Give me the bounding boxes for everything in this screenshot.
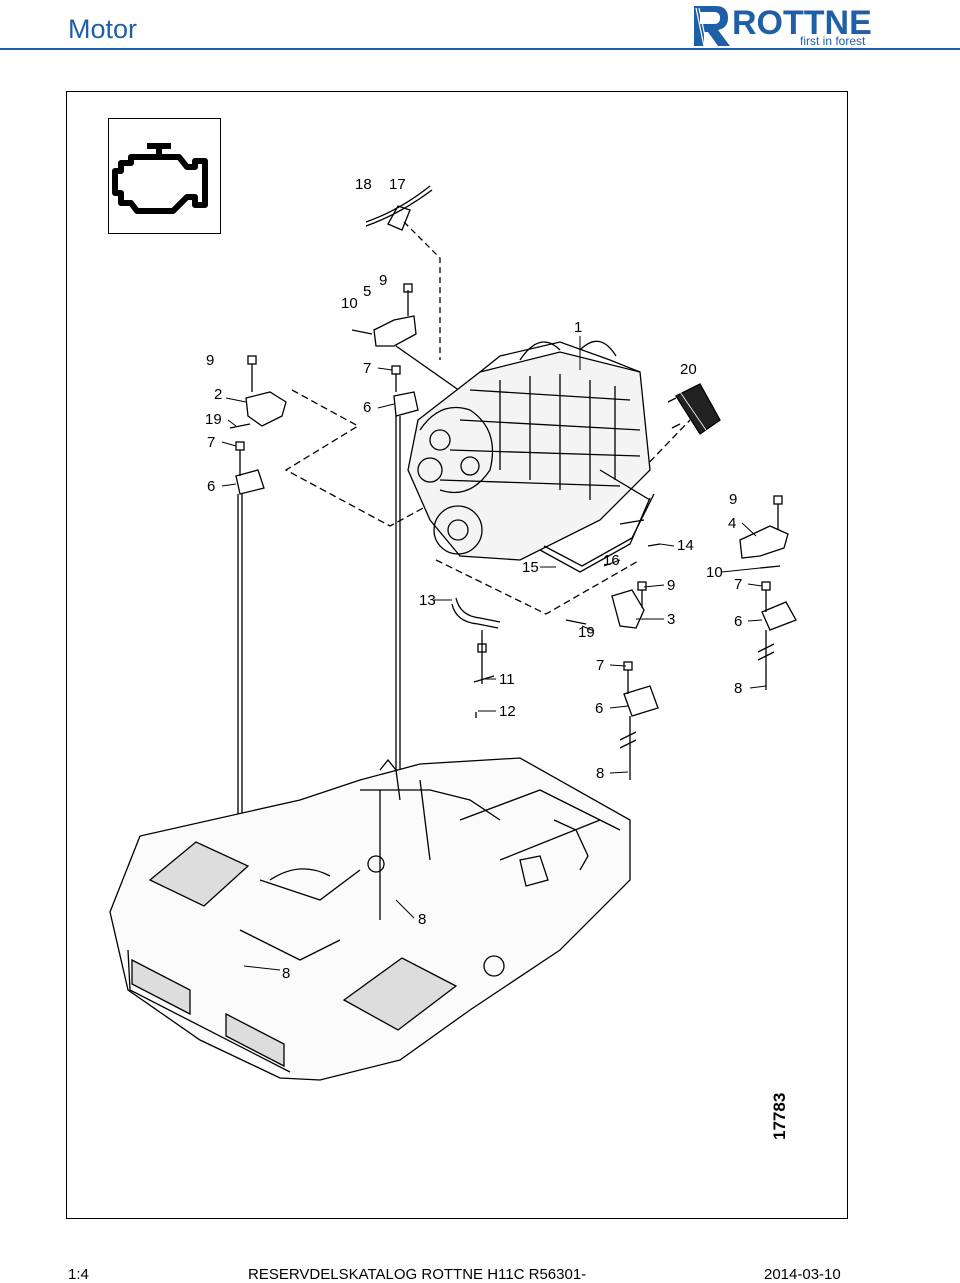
callout-7: 7 xyxy=(734,576,743,593)
callout-2: 2 xyxy=(214,386,223,403)
page-title: Motor xyxy=(68,14,138,44)
callout-12: 12 xyxy=(499,703,516,720)
callout-16: 16 xyxy=(603,552,620,569)
machine-frame xyxy=(109,757,631,1081)
footer-catalog: RESERVDELSKATALOG ROTTNE H11C R56301- xyxy=(248,1266,587,1283)
callout-18: 18 xyxy=(355,176,372,193)
logo-tagline: first in forest xyxy=(800,34,866,48)
diagram-frame xyxy=(66,91,848,1219)
dashed-outline-right xyxy=(435,559,641,615)
callout-19: 19 xyxy=(578,624,595,641)
dashed-outline-20 xyxy=(641,419,691,471)
callout-4: 4 xyxy=(728,515,737,532)
callout-8: 8 xyxy=(734,680,743,697)
callout-13: 13 xyxy=(419,592,436,609)
callout-7: 7 xyxy=(207,434,216,451)
callout-9: 9 xyxy=(206,352,215,369)
callout-19: 19 xyxy=(205,411,222,428)
callout-5: 5 xyxy=(363,283,372,300)
pipes-13-16 xyxy=(451,493,661,718)
section-icon-box xyxy=(108,118,221,234)
callout-14: 14 xyxy=(677,537,694,554)
callout-1: 1 xyxy=(574,319,583,336)
callout-10: 10 xyxy=(341,295,358,312)
callout-7: 7 xyxy=(363,360,372,377)
callout-11: 11 xyxy=(499,671,515,688)
footer-scale: 1:4 xyxy=(68,1266,89,1283)
callout-15: 15 xyxy=(522,559,539,576)
bracket-4 xyxy=(739,495,797,690)
footer-date: 2014-03-10 xyxy=(764,1266,841,1283)
cable-17 xyxy=(365,185,441,360)
bracket-5 xyxy=(351,283,471,399)
callout-6: 6 xyxy=(207,478,216,495)
logo-wordmark: ROTTNE xyxy=(732,4,872,42)
callout-6: 6 xyxy=(363,399,372,416)
engine-block xyxy=(407,340,651,561)
bracket-3 xyxy=(565,581,659,780)
callout-8: 8 xyxy=(596,765,605,782)
header-rule xyxy=(0,48,960,50)
callout-8: 8 xyxy=(418,911,427,928)
figure-number: 17783 xyxy=(770,1092,789,1140)
callout-17: 17 xyxy=(389,176,406,193)
callout-20: 20 xyxy=(680,361,697,378)
filter-20 xyxy=(667,383,721,435)
callout-8: 8 xyxy=(282,965,291,982)
callout-3: 3 xyxy=(667,611,676,628)
engine-warning-icon xyxy=(112,143,208,214)
callout-9: 9 xyxy=(667,577,676,594)
callout-6: 6 xyxy=(595,700,604,717)
exploded-parts-drawing xyxy=(109,185,797,1081)
callout-9: 9 xyxy=(729,491,738,508)
callout-9: 9 xyxy=(379,272,388,289)
brand-logo: ROTTNE first in forest xyxy=(690,2,895,50)
callout-10: 10 xyxy=(706,564,723,581)
logo-mark-icon xyxy=(694,6,730,47)
dashed-outline-left xyxy=(284,389,439,527)
callout-7: 7 xyxy=(596,657,605,674)
callout-6: 6 xyxy=(734,613,743,630)
